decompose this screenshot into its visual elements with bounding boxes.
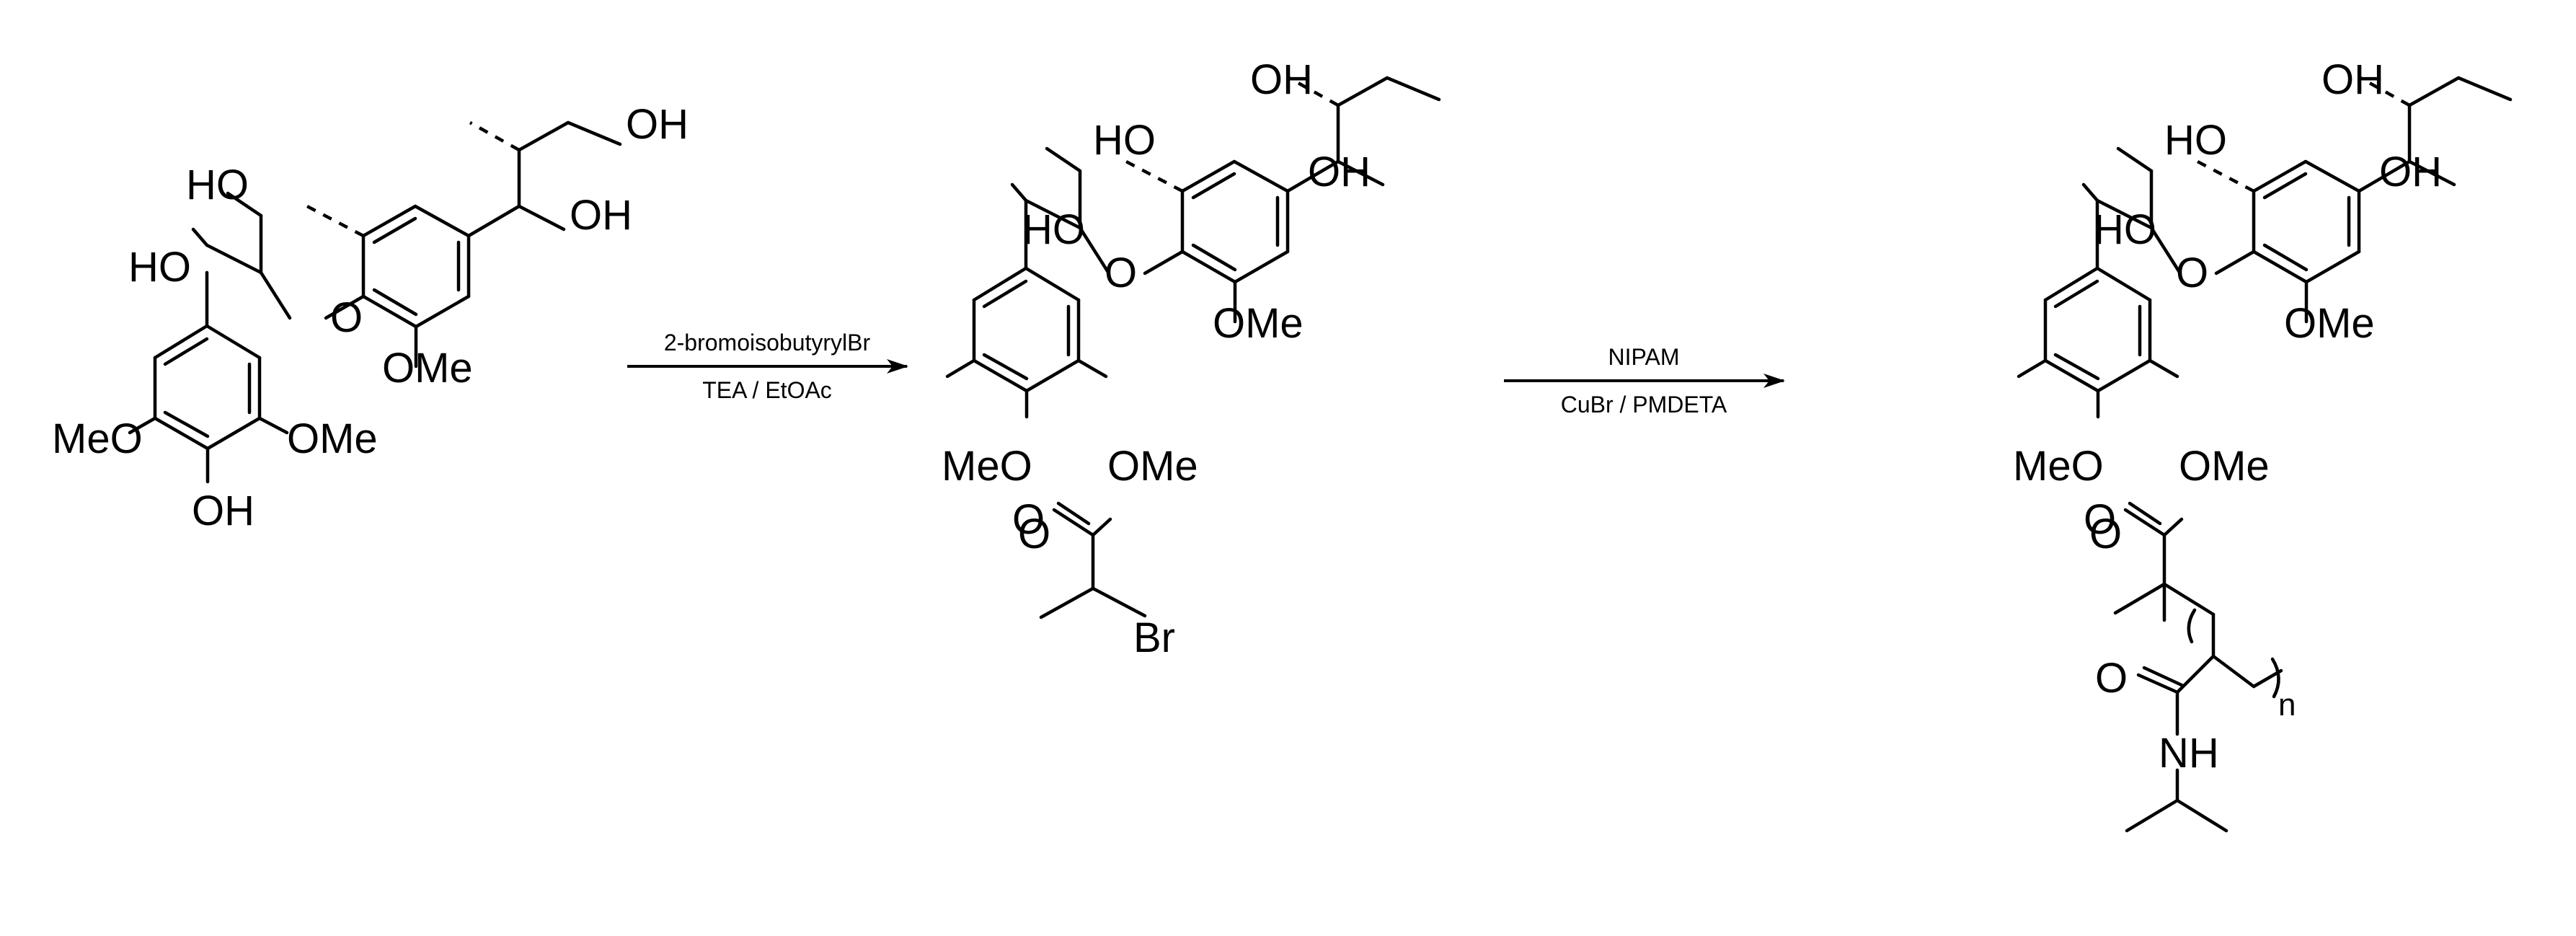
- ome-right: OMe: [2179, 443, 2270, 490]
- ome-right: OMe: [1107, 443, 1198, 490]
- repeat-unit-n: n: [2278, 687, 2296, 723]
- ho-benzylic: HO: [2094, 206, 2156, 253]
- meo-left: MeO: [942, 443, 1032, 490]
- oh-primary-top: OH: [626, 101, 689, 148]
- reagent-above-2: NIPAM: [1608, 344, 1680, 370]
- ho-primary: HO: [2164, 117, 2227, 164]
- phenol-oh: OH: [192, 487, 254, 534]
- oh-benzylic-top: OH: [570, 192, 632, 239]
- molecule-product: OH OH HO HO O OMe MeO OMe O O O NH n: [2013, 56, 2510, 833]
- oh-primary-top: OH: [1250, 56, 1313, 103]
- ome-right: OMe: [287, 415, 378, 462]
- carbonyl-oxygen: O: [2089, 511, 2122, 557]
- ome-guaiacyl: OMe: [2284, 300, 2375, 347]
- reaction-arrow-2: NIPAM CuBr / PMDETA: [1504, 344, 1785, 418]
- carbonyl-oxygen: O: [1018, 511, 1050, 557]
- ho-benzylic: HO: [128, 244, 191, 291]
- oh-benzylic-top: OH: [1308, 149, 1371, 195]
- ester-oxygen: O: [2084, 496, 2116, 543]
- meo-left: MeO: [2013, 443, 2104, 490]
- ho-primary: HO: [186, 162, 249, 208]
- oh-benzylic-top: OH: [2379, 149, 2442, 195]
- reaction-arrow-1: 2-bromoisobutyrylBr TEA / EtOAc: [627, 330, 908, 403]
- reagent-above-1: 2-bromoisobutyrylBr: [664, 330, 871, 356]
- molecule-substrate: OH OH HO HO O OMe MeO OMe OH: [52, 101, 689, 534]
- ho-benzylic: HO: [1022, 206, 1085, 253]
- reagent-below-2: CuBr / PMDETA: [1561, 392, 1727, 418]
- ho-primary: HO: [1093, 117, 1156, 164]
- meo-left: MeO: [52, 415, 143, 462]
- ome-guaiacyl: OMe: [382, 345, 473, 392]
- oh-primary-top: OH: [2322, 56, 2384, 103]
- ether-oxygen: O: [2176, 250, 2208, 296]
- ester-oxygen: O: [1012, 496, 1045, 543]
- ome-guaiacyl: OMe: [1213, 300, 1304, 347]
- ether-oxygen: O: [1105, 250, 1137, 296]
- molecule-macroinitiator: OH OH HO HO O OMe MeO OMe O O Br: [942, 56, 1439, 661]
- amide-nh: NH: [2159, 730, 2219, 777]
- bromine: Br: [1133, 614, 1175, 661]
- reagent-below-1: TEA / EtOAc: [702, 377, 832, 403]
- amide-oxygen: O: [2095, 655, 2128, 702]
- ether-oxygen: O: [330, 294, 363, 341]
